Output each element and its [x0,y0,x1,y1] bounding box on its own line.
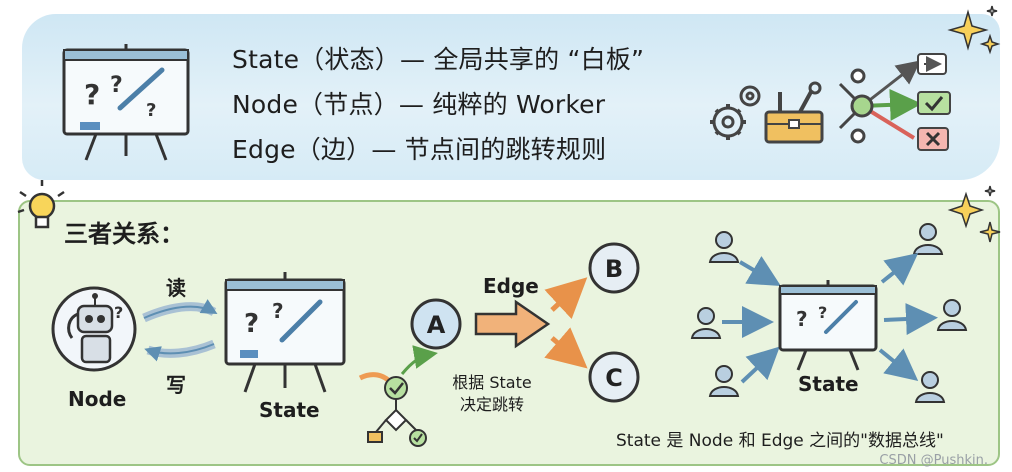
edge-label: Edge [483,274,539,298]
toolbox-icon [764,81,824,144]
svg-text:?: ? [796,307,808,331]
person-icon [708,231,740,263]
check-icon [917,91,951,115]
svg-text:?: ? [272,299,284,323]
section-title: 三者关系： [64,220,184,248]
person-icon [936,299,968,331]
header-line-edge: Edge（边）— 节点间的跳转规则 [232,135,607,164]
svg-text:?: ? [114,303,123,322]
person-icon [912,223,944,255]
node-a: A [410,298,462,350]
read-arrow [142,299,218,323]
lightbulb-icon [17,180,65,229]
whiteboard-icon: ? ? ? [62,44,190,161]
watermark: CSDN @Pushkin. [879,453,988,468]
sparkle-icon [947,5,1001,243]
hub-diagram: ? ? [690,223,968,403]
write-arrow [144,339,216,362]
node-b-label: B [605,255,623,283]
route-caption-line-1: 根据 State [452,373,532,392]
cross-icon [917,127,949,151]
node-c: C [588,351,640,403]
branch-icon [838,53,951,151]
node-a-label: A [427,311,446,339]
edge-arrow [474,277,588,369]
person-icon [708,365,740,397]
decision-icon [358,345,438,447]
hub-state-label: State [798,372,859,396]
bus-caption: State 是 Node 和 Edge 之间的"数据总线" [616,431,944,451]
route-caption-line-2: 决定跳转 [459,395,524,414]
hub-whiteboard-icon: ? ? [778,280,878,371]
read-label: 读 [166,276,186,300]
state-whiteboard-icon: ? ? [224,272,346,393]
svg-text:?: ? [146,100,156,121]
node-b: B [588,242,640,294]
svg-text:?: ? [110,73,123,98]
node-c-label: C [605,364,623,392]
state-label: State [259,398,320,422]
svg-text:?: ? [84,78,100,111]
route-caption: 根据 State 决定跳转 [440,372,544,416]
svg-text:?: ? [244,309,259,339]
node-label: Node [68,387,127,411]
person-icon [690,307,722,339]
gears-icon [710,85,761,140]
svg-text:?: ? [818,303,827,322]
write-label: 写 [166,373,186,397]
header-line-node: Node（节点）— 纯粹的 Worker [232,90,606,119]
person-icon [914,371,946,403]
robot-icon: ? [51,286,137,372]
header-line-state: State（状态）— 全局共享的 “白板” [232,45,645,74]
forward-icon [917,53,947,75]
